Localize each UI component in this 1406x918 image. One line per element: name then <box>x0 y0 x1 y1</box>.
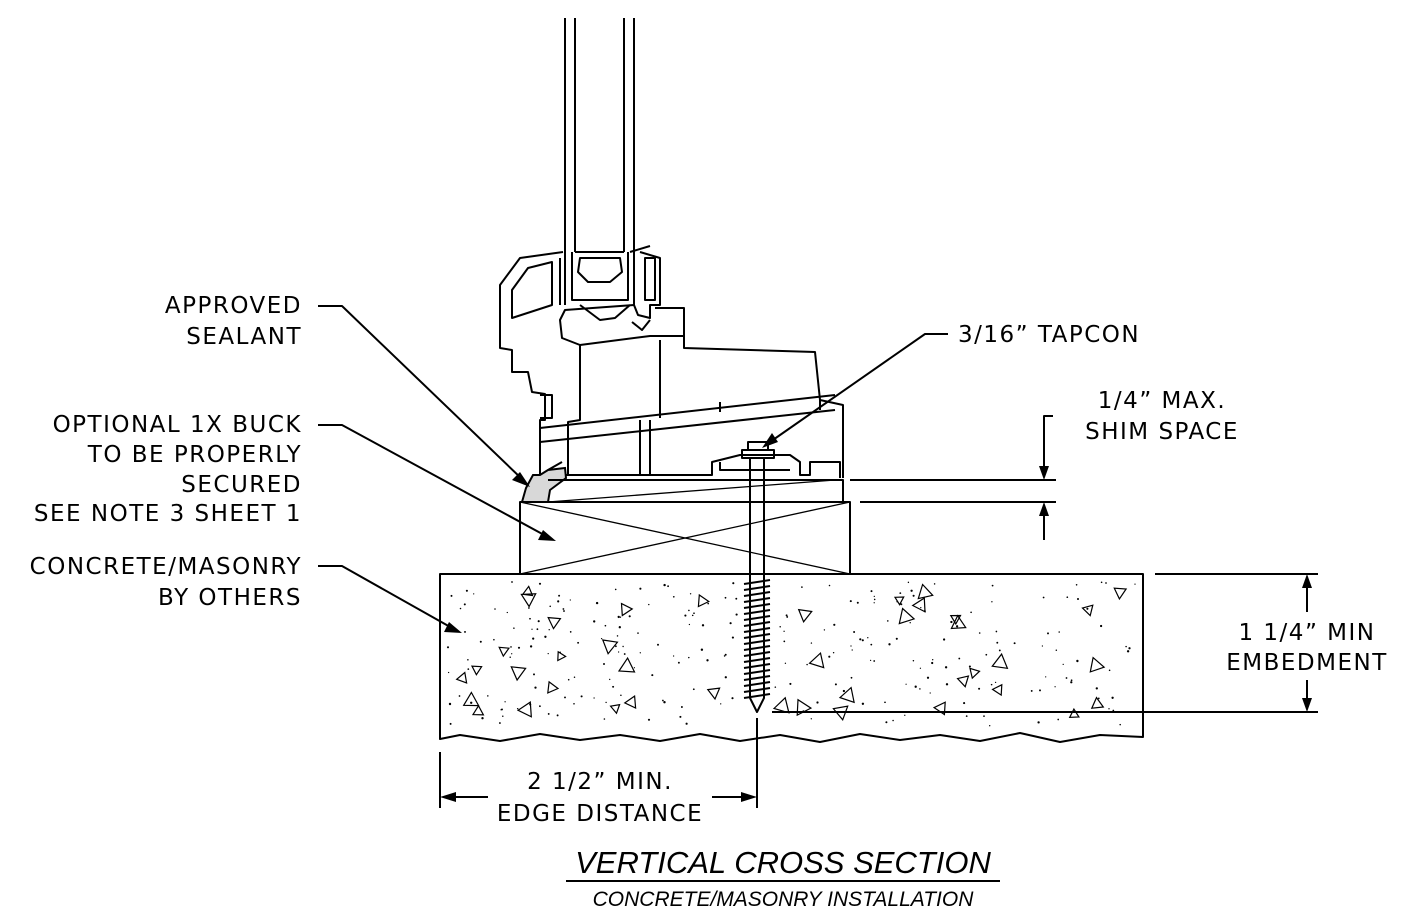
sealant-label-line2: SEALANT <box>186 324 302 350</box>
shim-label-line2: SHIM SPACE <box>1085 419 1239 445</box>
sealant-label-line1: APPROVED <box>165 293 302 319</box>
shim-label-line1: 1/4” MAX. <box>1098 388 1226 414</box>
buck-label-line1: OPTIONAL 1X BUCK <box>53 412 302 438</box>
edge-dimension: 2 1/2” MIN. EDGE DISTANCE <box>439 718 758 827</box>
concrete-aggregate <box>446 581 1136 727</box>
shim-space <box>547 479 844 503</box>
buck-label-line3: SECURED <box>181 472 302 498</box>
sealant-callout: APPROVED SEALANT <box>165 293 530 487</box>
sealant-bead <box>520 466 568 503</box>
tapcon-screw <box>741 441 775 713</box>
main-frame <box>539 307 844 478</box>
embedment-dimension: 1 1/4” MIN EMBEDMENT <box>772 573 1388 713</box>
edge-label-line2: EDGE DISTANCE <box>497 801 703 827</box>
drawing-title: VERTICAL CROSS SECTION <box>575 845 991 880</box>
concrete-substrate <box>439 573 1144 743</box>
tapcon-label: 3/16” TAPCON <box>958 322 1140 348</box>
concrete-callout: CONCRETE/MASONRY BY OTHERS <box>30 554 462 633</box>
buck-label-line2: TO BE PROPERLY <box>87 442 302 468</box>
tapcon-callout: 3/16” TAPCON <box>762 322 1140 448</box>
wood-buck <box>519 501 851 575</box>
concrete-label-line1: CONCRETE/MASONRY <box>30 554 302 580</box>
title-block: VERTICAL CROSS SECTION CONCRETE/MASONRY … <box>566 845 1000 911</box>
glass-unit <box>564 18 635 305</box>
embedment-label-line1: 1 1/4” MIN <box>1238 620 1375 646</box>
concrete-label-line2: BY OTHERS <box>158 585 302 611</box>
embedment-label-line2: EMBEDMENT <box>1226 650 1388 676</box>
drawing-subtitle: CONCRETE/MASONRY INSTALLATION <box>593 888 975 911</box>
edge-label-line1: 2 1/2” MIN. <box>527 769 673 795</box>
buck-label-line4: SEE NOTE 3 SHEET 1 <box>34 501 302 527</box>
sash-frame <box>499 245 661 476</box>
shim-dimension: 1/4” MAX. SHIM SPACE <box>850 388 1239 540</box>
buck-callout: OPTIONAL 1X BUCK TO BE PROPERLY SECURED … <box>34 412 556 541</box>
